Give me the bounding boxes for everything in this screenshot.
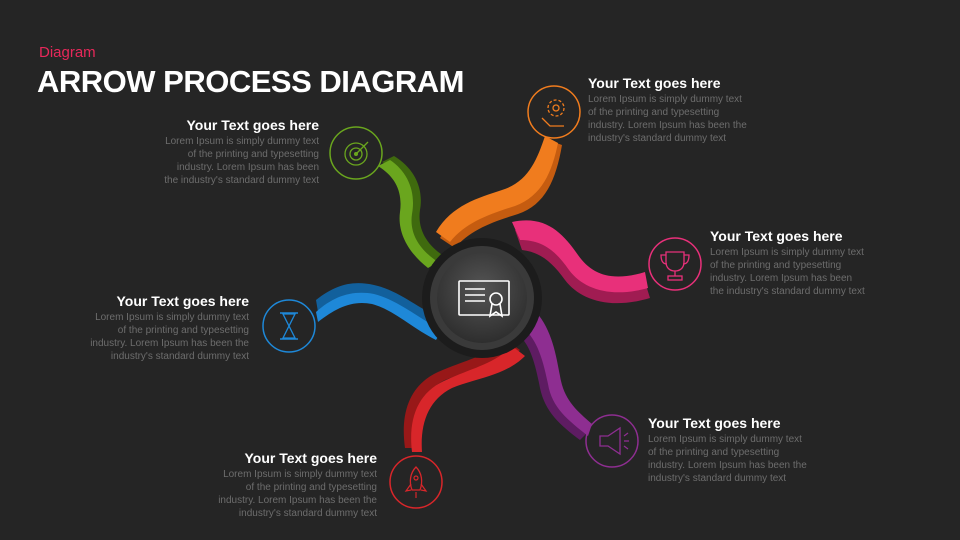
step-megaphone-text: Your Text goes here Lorem Ipsum is simpl… <box>648 415 833 485</box>
step-target-text: Your Text goes here Lorem Ipsum is simpl… <box>134 117 319 187</box>
ribbon-red <box>403 340 525 452</box>
ribbon-pink <box>512 220 650 304</box>
step-body-line: industry's standard dummy text <box>110 351 249 362</box>
hourglass-icon <box>262 299 316 353</box>
gear-hand-icon <box>527 85 581 139</box>
step-body-line: of the printing and typesetting <box>648 447 780 458</box>
hub-disc <box>437 253 527 343</box>
step-heading: Your Text goes here <box>186 117 319 133</box>
step-body-line: of the printing and typesetting <box>588 107 720 118</box>
slide-title: ARROW PROCESS DIAGRAM <box>37 64 464 99</box>
megaphone-icon <box>585 414 639 468</box>
step-trophy-text: Your Text goes here Lorem Ipsum is simpl… <box>710 228 895 298</box>
step-body-line: the industry's standard dummy text <box>164 175 319 186</box>
certificate-icon <box>458 280 510 318</box>
target-icon <box>329 126 383 180</box>
step-body-line: Lorem Ipsum is simply dummy text <box>710 247 864 258</box>
slide-subtitle: Diagram <box>39 44 96 61</box>
ribbon-blue <box>316 283 442 340</box>
step-body-line: industry. Lorem Ipsum has been the <box>218 495 377 506</box>
step-body-line: industry. Lorem Ipsum has been the <box>588 120 747 131</box>
step-body-line: the industry's standard dummy text <box>710 286 865 297</box>
trophy-icon <box>648 237 702 291</box>
ribbon-purple <box>518 312 592 440</box>
step-body-line: of the printing and typesetting <box>710 260 842 271</box>
step-body-line: industry. Lorem Ipsum has been <box>710 273 853 284</box>
step-body-line: Lorem Ipsum is simply dummy text <box>165 136 319 147</box>
step-hourglass-text: Your Text goes here Lorem Ipsum is simpl… <box>64 293 249 363</box>
step-heading: Your Text goes here <box>116 293 249 309</box>
ribbon-orange <box>436 136 562 248</box>
step-body-line: Lorem Ipsum is simply dummy text <box>95 312 249 323</box>
step-heading: Your Text goes here <box>588 75 721 91</box>
step-body-line: industry. Lorem Ipsum has been <box>176 162 319 173</box>
step-body-line: Lorem Ipsum is simply dummy text <box>223 469 377 480</box>
step-body-line: industry. Lorem Ipsum has been the <box>648 460 807 471</box>
step-body-line: industry. Lorem Ipsum has been the <box>90 338 249 349</box>
step-body-line: of the printing and typesetting <box>117 325 249 336</box>
ribbon-green <box>378 156 444 268</box>
step-body-line: of the printing and typesetting <box>245 482 377 493</box>
step-body-line: Lorem Ipsum is simply dummy text <box>588 94 742 105</box>
step-body-line: industry's standard dummy text <box>588 133 727 144</box>
step-rocket-text: Your Text goes here Lorem Ipsum is simpl… <box>192 450 377 520</box>
step-body-line: industry's standard dummy text <box>238 508 377 519</box>
rocket-icon <box>389 455 443 509</box>
step-body-line: of the printing and typesetting <box>187 149 319 160</box>
step-heading: Your Text goes here <box>244 450 377 466</box>
step-heading: Your Text goes here <box>648 415 781 431</box>
step-body-line: Lorem Ipsum is simply dummy text <box>648 434 802 445</box>
step-body-line: industry's standard dummy text <box>648 473 787 484</box>
step-gear-text: Your Text goes here Lorem Ipsum is simpl… <box>588 75 773 145</box>
step-heading: Your Text goes here <box>710 228 843 244</box>
